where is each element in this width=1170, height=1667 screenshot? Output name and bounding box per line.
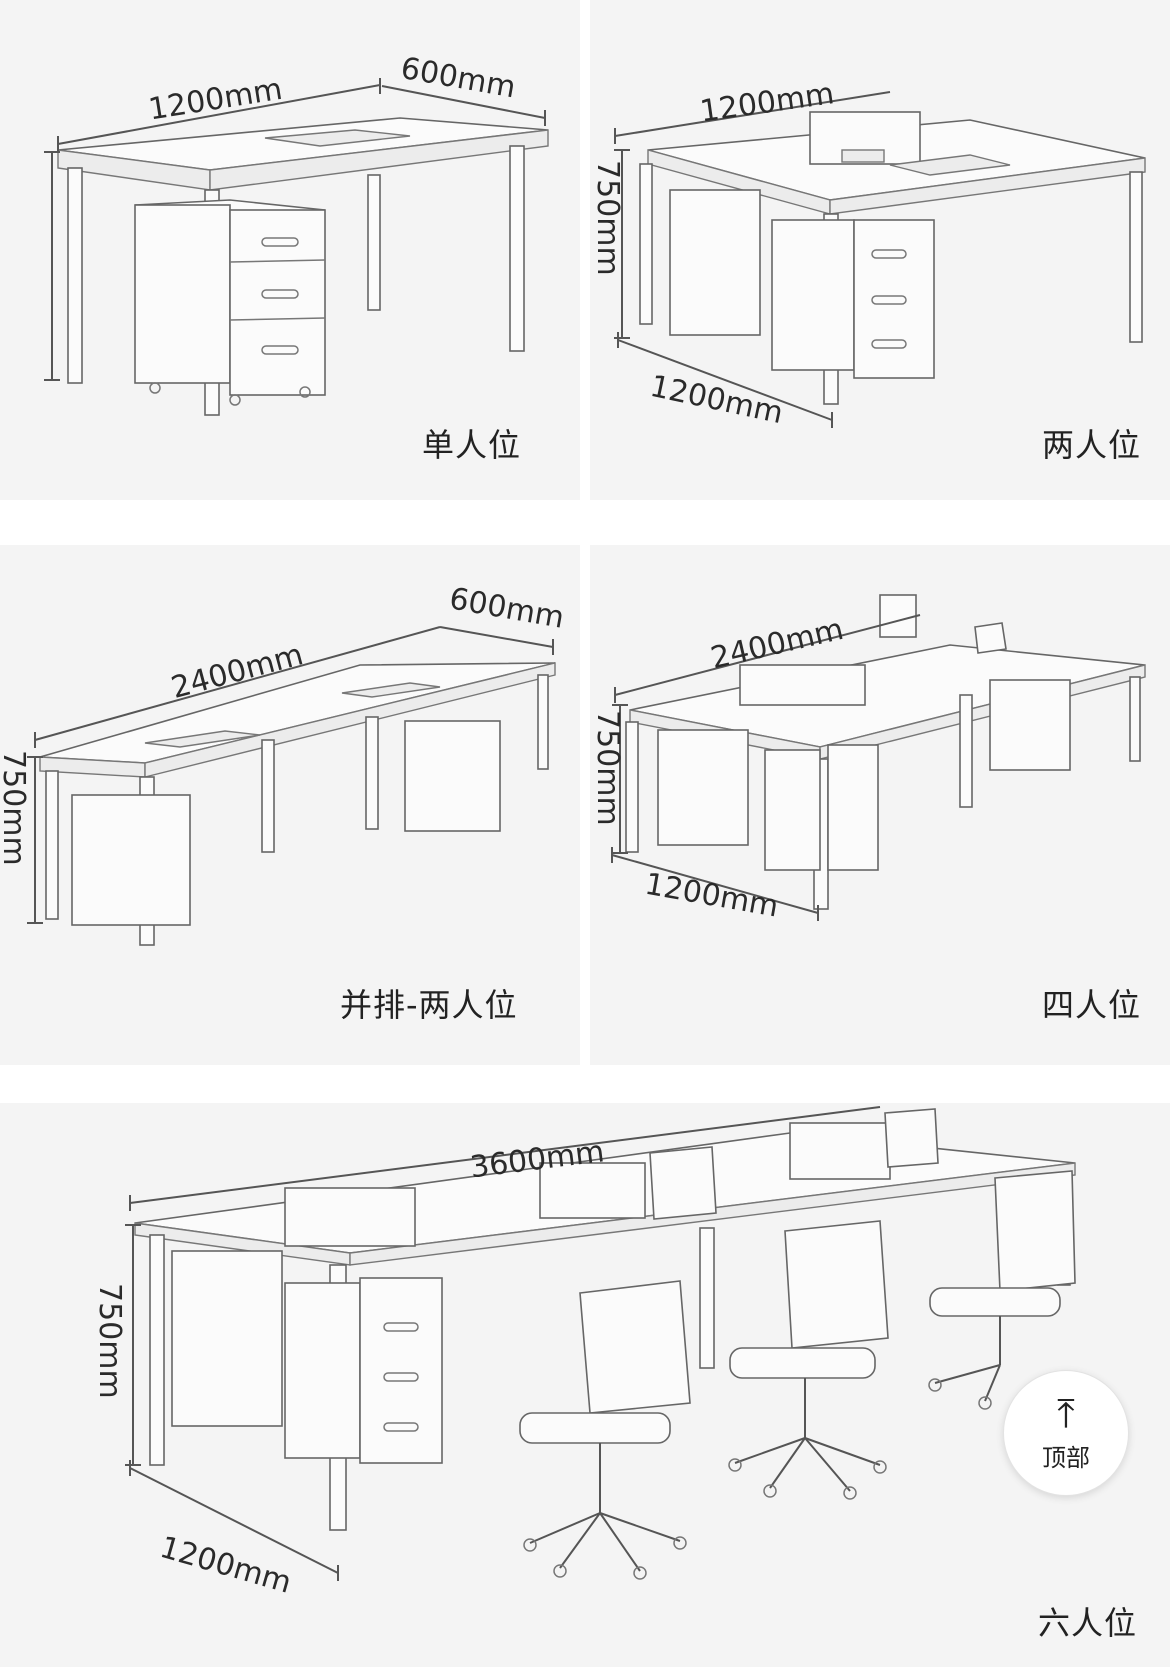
panel-single-seat: 1200mm 600mm 750mm 单人位 bbox=[0, 0, 580, 500]
arrow-up-to-top-icon: ⤒ bbox=[1057, 1390, 1075, 1437]
side-height-label: 750mm bbox=[0, 750, 31, 866]
four-front-label: 1200mm bbox=[642, 867, 781, 925]
side-depth-label: 600mm bbox=[447, 581, 567, 636]
single-depth-label: 600mm bbox=[398, 51, 518, 106]
two-front-label: 1200mm bbox=[647, 369, 786, 431]
panel-two-seats: 1200mm 750mm 1200mm 两人位 bbox=[590, 0, 1170, 500]
side-by-side-desk-drawing: 2400mm 600mm 750mm bbox=[0, 581, 567, 946]
chair-1 bbox=[519, 1280, 691, 1580]
six-seat-desk-drawing: 3600mm 750mm 1200mm bbox=[92, 1106, 1076, 1601]
panel-six-seats: 3600mm 750mm 1200mm 六人位 bbox=[0, 1103, 1170, 1667]
back-to-top-button[interactable]: ⤒ 顶部 bbox=[1003, 1370, 1129, 1496]
six-height-label: 750mm bbox=[92, 1283, 127, 1399]
four-height-label: 750mm bbox=[590, 710, 625, 826]
caption-single-seat: 单人位 bbox=[422, 426, 522, 464]
two-height-label: 750mm bbox=[590, 160, 625, 276]
chair-2 bbox=[728, 1220, 889, 1500]
single-desk-drawing: 1200mm 600mm 750mm bbox=[44, 51, 549, 416]
caption-six-seats: 六人位 bbox=[1038, 1604, 1138, 1642]
back-to-top-label: 顶部 bbox=[1042, 1443, 1090, 1472]
chair-3 bbox=[928, 1170, 1076, 1410]
four-seat-desk-drawing: 2400mm 750mm 1200mm bbox=[590, 594, 1146, 925]
two-seat-desk-drawing: 1200mm 750mm 1200mm bbox=[590, 76, 1146, 431]
caption-two-seats: 两人位 bbox=[1042, 426, 1142, 464]
panel-side-by-side: 2400mm 600mm 750mm 并排-两人位 bbox=[0, 545, 580, 1065]
caption-side-by-side: 并排-两人位 bbox=[340, 986, 518, 1024]
caption-four-seats: 四人位 bbox=[1042, 986, 1142, 1024]
single-length-label: 1200mm bbox=[146, 72, 285, 128]
panel-four-seats: 2400mm 750mm 1200mm 四人位 bbox=[590, 545, 1170, 1065]
